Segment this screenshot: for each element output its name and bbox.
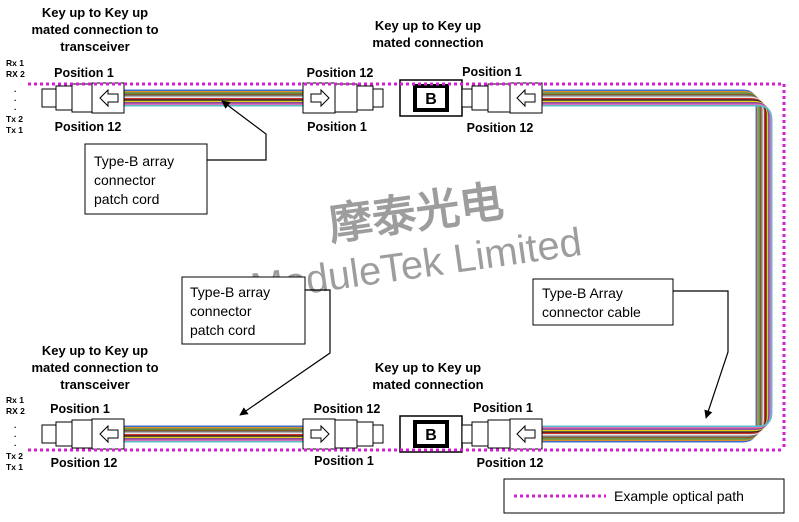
fiber-strand — [542, 90, 759, 442]
adapter-top: B — [399, 79, 463, 117]
adapter-bot: B — [399, 415, 463, 453]
svg-text:Tx 2: Tx 2 — [6, 114, 23, 124]
svg-text:mated connection to: mated connection to — [31, 360, 158, 375]
svg-text:.: . — [14, 438, 16, 448]
position-label: Position 12 — [467, 121, 534, 135]
connector-bot-mid-left — [302, 418, 384, 450]
svg-text:.: . — [14, 420, 16, 430]
connector-top-mid-left — [302, 82, 384, 114]
fiber-strand — [542, 97, 766, 435]
position-label: Position 1 — [462, 65, 522, 79]
callout-array-cable: Type-B Array connector cable — [532, 278, 729, 419]
svg-text:mated connection: mated connection — [372, 35, 483, 50]
adapter-label: B — [425, 91, 437, 108]
position-label: Position 1 — [314, 454, 374, 468]
fiber-strand — [542, 96, 765, 436]
svg-text:RX 2: RX 2 — [6, 406, 25, 416]
position-label: Position 12 — [307, 66, 374, 80]
side-labels-bot: Rx 1 RX 2 . . . Tx 2 Tx 1 — [6, 395, 25, 472]
svg-text:.: . — [14, 429, 16, 439]
svg-text:Rx 1: Rx 1 — [6, 395, 24, 405]
svg-text:.: . — [14, 93, 16, 103]
svg-text:Rx 1: Rx 1 — [6, 58, 24, 68]
svg-text:.: . — [14, 102, 16, 112]
heading-top-mid: Key up to Key up mated connection — [372, 18, 483, 50]
fiber-strand — [542, 103, 772, 429]
svg-text:connector cable: connector cable — [542, 304, 641, 320]
fiber-ribbons — [124, 89, 773, 443]
position-label: Position 12 — [51, 456, 118, 470]
fiber-strand — [542, 104, 773, 428]
fiber-strand — [542, 99, 767, 433]
heading-bot-left: Key up to Key up mated connection to tra… — [31, 343, 158, 392]
fiber-strand — [542, 93, 762, 439]
svg-text:transceiver: transceiver — [60, 377, 129, 392]
optical-path — [28, 82, 786, 452]
position-label: Position 1 — [473, 401, 533, 415]
fiber-strand — [542, 95, 763, 437]
svg-text:RX 2: RX 2 — [6, 69, 25, 79]
svg-text:Key up to Key up: Key up to Key up — [42, 5, 148, 20]
connector-bot-left — [41, 418, 125, 450]
legend-label: Example optical path — [614, 488, 744, 504]
position-label: Position 12 — [477, 456, 544, 470]
side-labels-top: Rx 1 RX 2 . . . Tx 2 Tx 1 — [6, 58, 25, 135]
adapter-label: B — [425, 427, 437, 444]
svg-text:Key up to Key up: Key up to Key up — [375, 360, 481, 375]
fiber-strand — [542, 102, 770, 430]
position-label: Position 1 — [307, 120, 367, 134]
connector-bot-right — [461, 418, 543, 450]
svg-text:Tx 1: Tx 1 — [6, 462, 23, 472]
legend: Example optical path — [503, 478, 785, 514]
fiber-strand — [542, 89, 758, 443]
svg-text:.: . — [14, 84, 16, 94]
svg-text:Type-B array: Type-B array — [190, 284, 270, 300]
key-arrow-icon — [516, 88, 536, 108]
svg-text:mated connection to: mated connection to — [31, 22, 158, 37]
position-label: Position 1 — [54, 66, 114, 80]
svg-text:Key up to Key up: Key up to Key up — [375, 18, 481, 33]
svg-text:Type-B Array: Type-B Array — [542, 285, 623, 301]
connector-top-left — [41, 82, 125, 114]
key-arrow-icon — [310, 88, 330, 108]
svg-text:Tx 1: Tx 1 — [6, 125, 23, 135]
fiber-strand — [542, 92, 760, 440]
callout-patch-cord-bot: Type-B array connector patch cord — [181, 276, 331, 416]
connector-top-right — [461, 82, 543, 114]
position-label: Position 12 — [55, 120, 122, 134]
heading-bot-mid: Key up to Key up mated connection — [372, 360, 483, 392]
svg-text:transceiver: transceiver — [60, 39, 129, 54]
svg-text:connector: connector — [190, 303, 252, 319]
svg-text:Tx 2: Tx 2 — [6, 451, 23, 461]
key-arrow-icon — [516, 424, 536, 444]
svg-text:patch cord: patch cord — [94, 191, 159, 207]
position-label: Position 12 — [314, 402, 381, 416]
key-arrow-icon — [310, 424, 330, 444]
fiber-strand — [542, 100, 769, 432]
key-arrow-icon — [99, 88, 119, 108]
heading-top-left: Key up to Key up mated connection to tra… — [31, 5, 158, 54]
svg-text:connector: connector — [94, 172, 156, 188]
svg-text:mated connection: mated connection — [372, 377, 483, 392]
svg-text:Key up to Key up: Key up to Key up — [42, 343, 148, 358]
position-label: Position 1 — [50, 402, 110, 416]
svg-text:Type-B array: Type-B array — [94, 153, 174, 169]
svg-text:patch cord: patch cord — [190, 322, 255, 338]
key-arrow-icon — [99, 424, 119, 444]
callout-patch-cord-top: Type-B array connector patch cord — [84, 100, 267, 215]
